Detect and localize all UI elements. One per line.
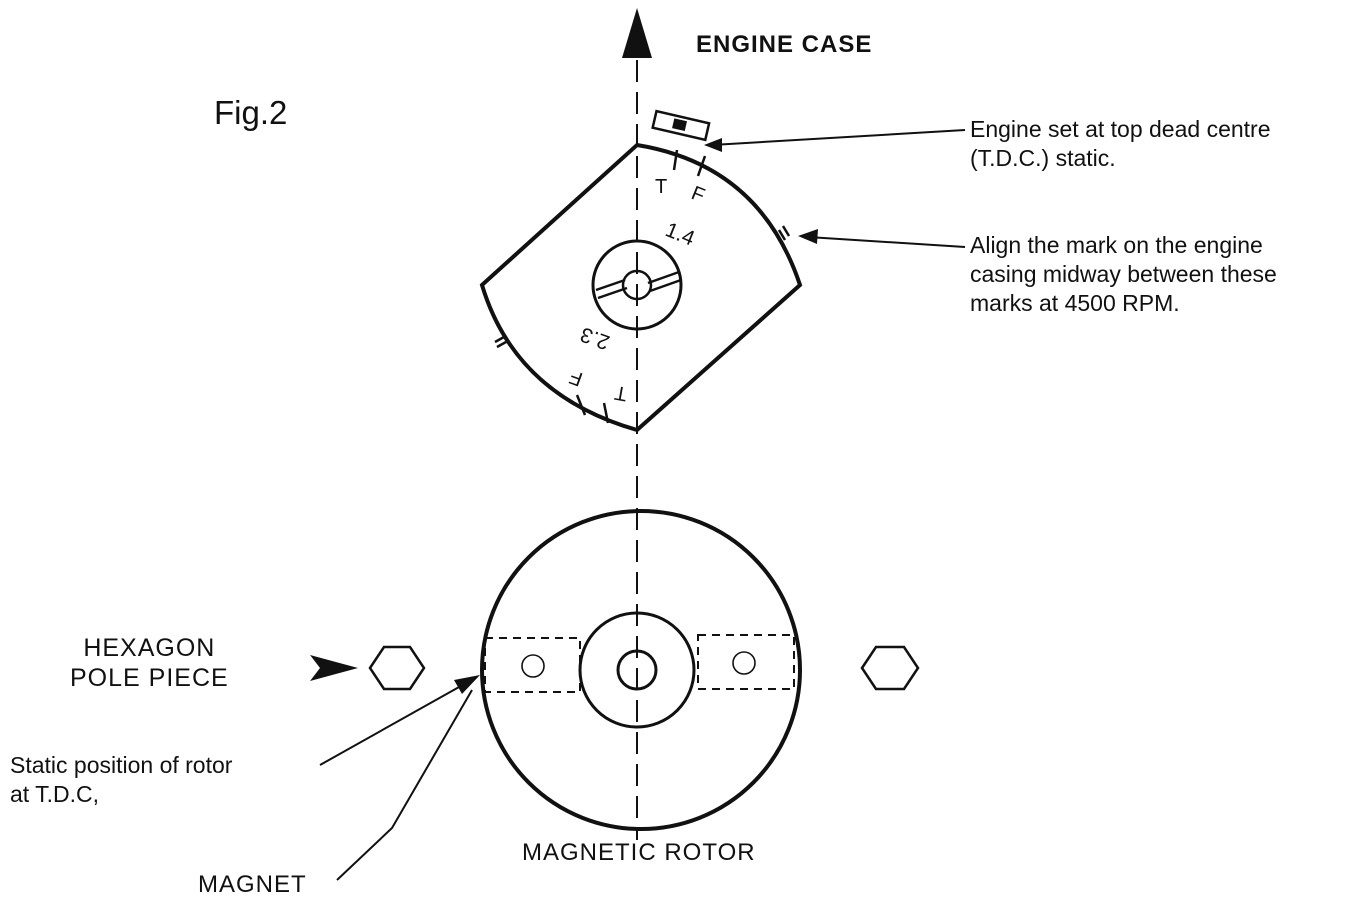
hub-spoke-3: [647, 270, 680, 285]
tick-right-1: [777, 229, 787, 241]
hexagon-pole-piece-right: [860, 645, 920, 691]
align-note-line-1: Align the mark on the engine: [970, 232, 1263, 258]
tick-lower-f: [575, 394, 587, 416]
static-note-line-2: at T.D.C,: [10, 781, 100, 807]
static-position-note: Static position of rotor at T.D.C,: [10, 751, 232, 809]
tdc-note: Engine set at top dead centre (T.D.C.) s…: [970, 115, 1271, 173]
hub-spoke-4: [649, 278, 682, 293]
timing-plate-hub-outer: [591, 239, 683, 331]
lower-t-mark: T: [613, 381, 629, 405]
tick-left-2: [496, 340, 507, 349]
hub-spoke-2: [597, 286, 628, 300]
hexagon-pole-piece-left: [368, 645, 426, 691]
tick-upper-t: [672, 149, 679, 171]
upper-t-mark: T: [655, 176, 667, 198]
timing-plate-hub-inner: [621, 269, 653, 301]
static-position-leader-line: [319, 681, 469, 766]
magnet-right: [697, 634, 795, 690]
tdc-arrowhead-icon: [704, 138, 722, 152]
magnetic-rotor-label: MAGNETIC ROTOR: [522, 839, 756, 866]
align-note-line-3: marks at 4500 RPM.: [970, 290, 1180, 316]
magnet-leader-line: [336, 689, 473, 881]
upper-cylinder-mark: 1.4: [662, 218, 698, 250]
upper-f-mark: F: [688, 182, 708, 207]
tick-left-1: [494, 335, 505, 344]
static-position-arrowhead-icon: [454, 675, 480, 694]
tick-right-2: [781, 225, 791, 237]
figure-label: Fig.2: [214, 94, 288, 131]
hexagon-pointer-arrow-icon: [310, 655, 358, 681]
tdc-leader-line: [711, 129, 966, 146]
hexagon-label-line-2: POLE PIECE: [70, 664, 229, 692]
align-note: Align the mark on the engine casing midw…: [970, 231, 1277, 318]
engine-case-pointer-mark: [672, 118, 687, 131]
magnet-label: MAGNET: [198, 871, 307, 898]
align-leader-line: [807, 236, 966, 248]
engine-case-label: ENGINE CASE: [696, 31, 873, 58]
lower-f-mark: F: [567, 365, 586, 390]
magnet-left: [484, 637, 581, 693]
tick-upper-f: [696, 155, 707, 177]
rotor-hub-inner: [616, 649, 658, 691]
hub-spoke-1: [595, 278, 626, 292]
hexagon-label-line-1: HEXAGON: [83, 634, 216, 662]
align-note-line-2: casing midway between these: [970, 261, 1277, 287]
static-note-line-1: Static position of rotor: [10, 752, 233, 778]
align-arrowhead-icon: [798, 229, 818, 244]
lower-cylinder-mark: 2.3: [577, 322, 612, 354]
timing-plate-outline: [479, 142, 803, 433]
tdc-note-line-2: (T.D.C.) static.: [970, 145, 1116, 171]
magnet-left-hole: [521, 654, 545, 678]
magnetic-rotor-outline: [480, 509, 802, 831]
tick-lower-t: [602, 402, 610, 424]
tdc-note-line-1: Engine set at top dead centre: [970, 116, 1271, 142]
hexagon-pole-piece-label: HEXAGON POLE PIECE: [70, 633, 229, 693]
magnet-right-hole: [732, 651, 756, 675]
engine-case-arrow-icon: [622, 8, 652, 58]
